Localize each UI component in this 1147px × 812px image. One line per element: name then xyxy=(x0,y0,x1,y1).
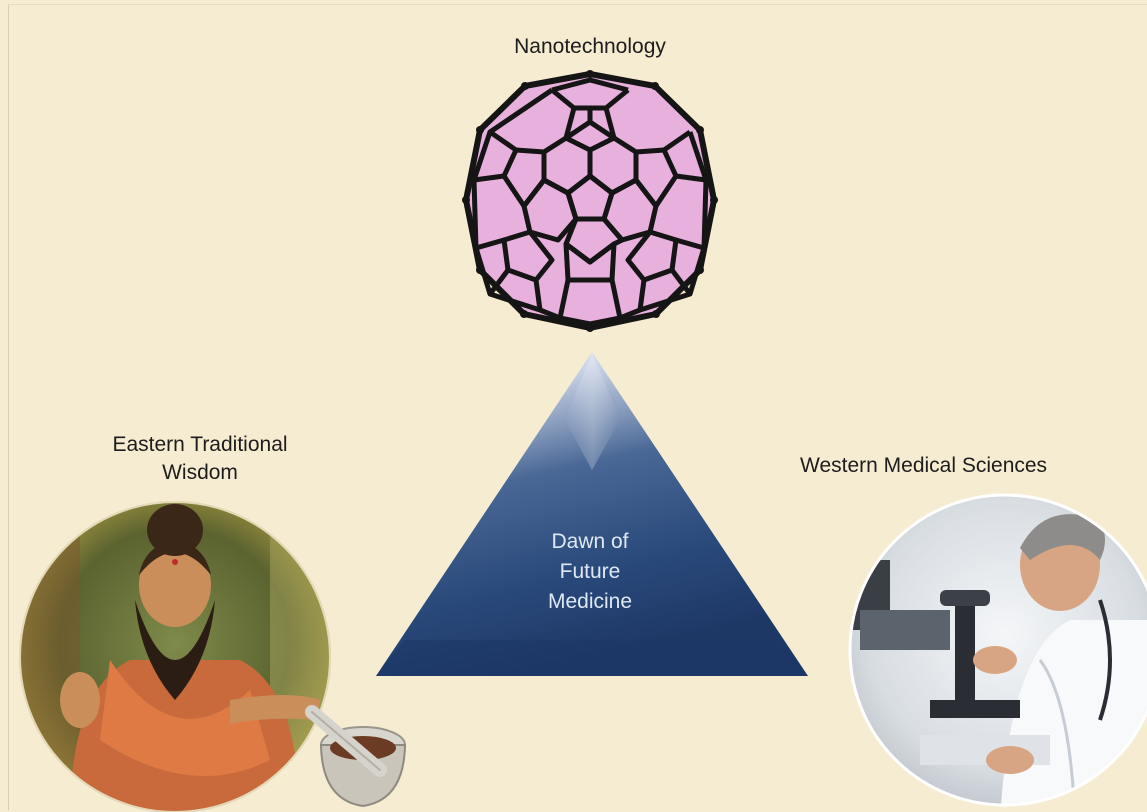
fullerene-molecule-icon xyxy=(462,70,718,332)
triangle-center-text: Dawn of Future Medicine xyxy=(490,527,690,617)
top-label: Nanotechnology xyxy=(514,35,666,58)
left-label-line1: Eastern Traditional xyxy=(112,433,288,456)
center-line2: Future xyxy=(559,560,621,583)
center-line3: Medicine xyxy=(547,590,633,613)
western-scientist-image xyxy=(848,493,1147,807)
eastern-sage-image xyxy=(19,501,407,812)
right-label: Western Medical Sciences xyxy=(800,454,1048,477)
center-line1: Dawn of xyxy=(551,530,629,553)
left-label: Eastern Traditional Wisdom xyxy=(50,431,350,487)
triangle-shape xyxy=(376,352,808,676)
left-label-line2: Wisdom xyxy=(162,461,238,484)
mortar-pestle-icon xyxy=(305,705,407,808)
